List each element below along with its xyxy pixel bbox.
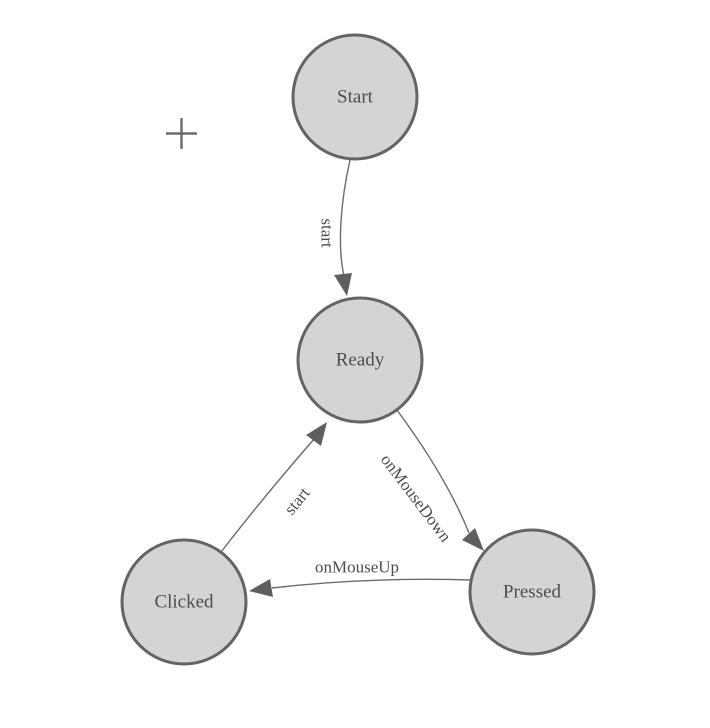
state-label: Start — [337, 87, 374, 108]
state-circle[interactable] — [296, 296, 424, 424]
arrowhead-icon — [334, 273, 352, 296]
edge-clicked-to-ready[interactable]: start — [220, 422, 327, 553]
state-node-ready[interactable]: Ready — [296, 296, 424, 424]
edge-label-start: start — [318, 218, 337, 248]
arrowhead-icon — [249, 579, 273, 597]
state-node-pressed[interactable]: Pressed — [468, 528, 596, 656]
edge-line[interactable] — [271, 578, 472, 589]
state-node-clicked[interactable]: Clicked — [120, 538, 248, 666]
edge-line[interactable] — [396, 409, 470, 534]
state-label: Ready — [336, 350, 385, 371]
state-node-start[interactable]: Start — [291, 33, 419, 161]
crosshair-cursor-icon — [166, 118, 197, 149]
edge-label-start-2: start — [280, 483, 313, 518]
edge-line[interactable] — [220, 437, 316, 553]
edge-label-onmousedown: onMouseDown — [377, 450, 456, 546]
edge-line[interactable] — [339, 159, 351, 277]
arrowhead-icon — [306, 422, 327, 446]
state-circle[interactable] — [291, 33, 419, 161]
state-circle[interactable] — [120, 538, 248, 666]
edge-start-to-ready[interactable]: start — [318, 159, 353, 296]
edge-ready-to-pressed[interactable]: onMouseDown — [377, 409, 484, 551]
state-circle[interactable] — [468, 528, 596, 656]
arrowhead-icon — [462, 528, 484, 551]
edge-pressed-to-clicked[interactable]: onMouseUp — [249, 558, 472, 598]
state-label: Pressed — [503, 582, 562, 603]
edge-label-onmouseup: onMouseUp — [315, 558, 399, 577]
state-label: Clicked — [154, 592, 214, 613]
